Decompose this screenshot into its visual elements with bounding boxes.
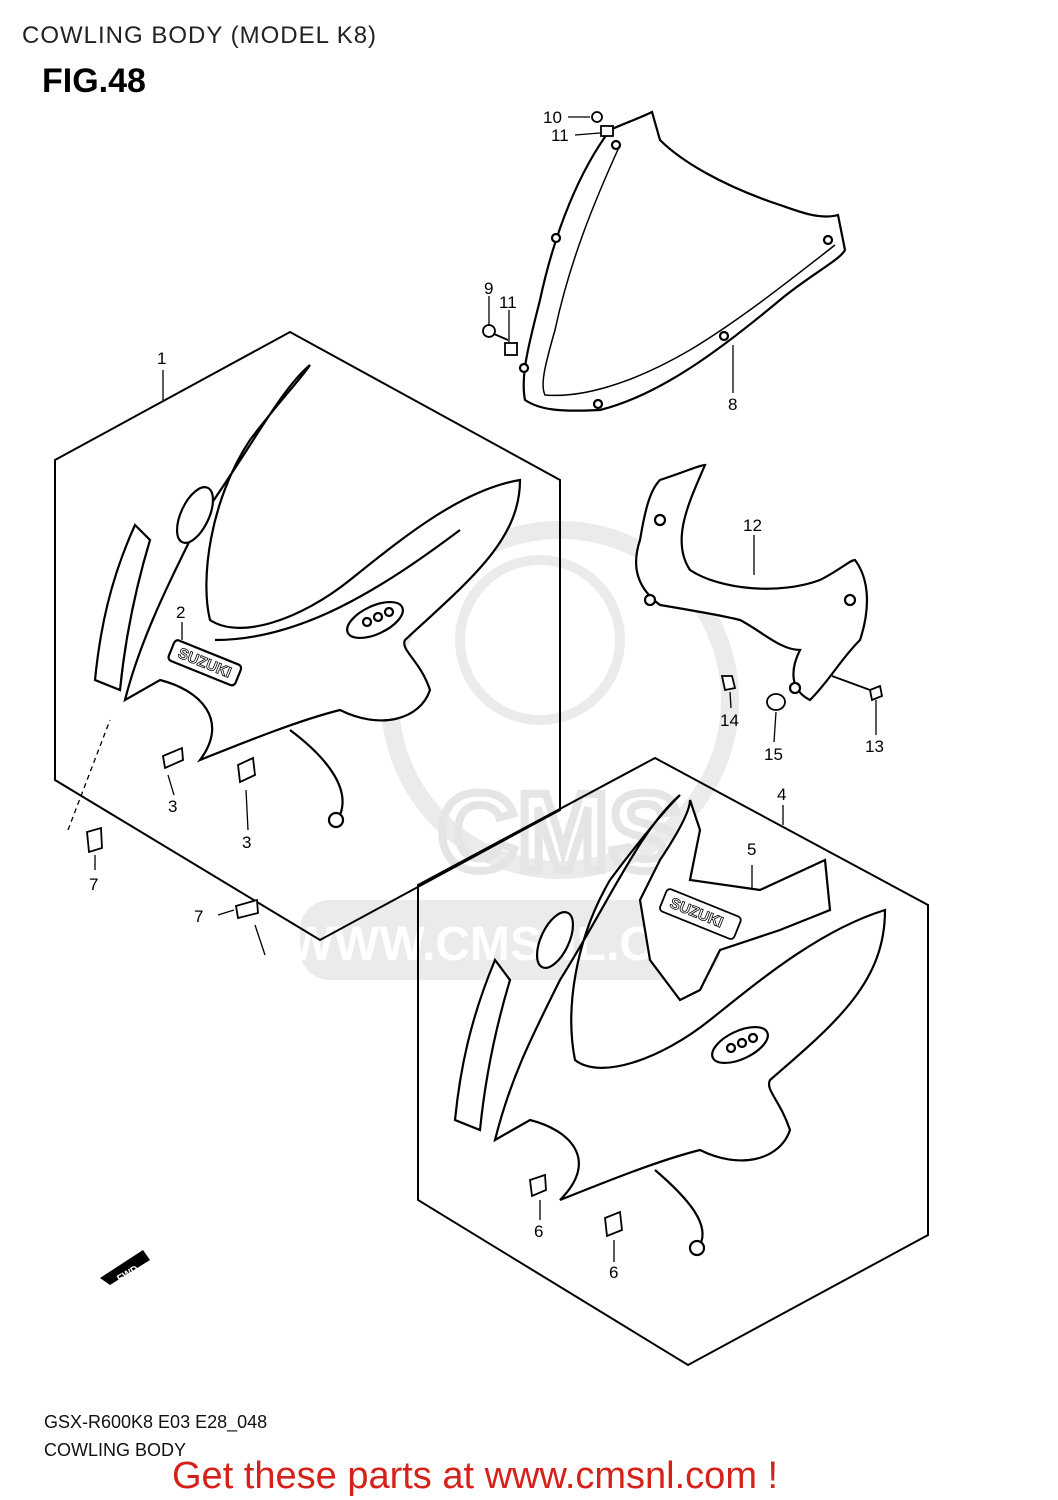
nut-part-14: [720, 675, 737, 692]
screw-part-9: [482, 324, 496, 338]
callout-14: 14: [720, 711, 739, 730]
promo-link-text[interactable]: Get these parts at www.cmsnl.com !: [172, 1455, 779, 1497]
callout-6b: 6: [609, 1263, 618, 1282]
hardware-fasteners: [482, 111, 884, 711]
lower-cowling-part-4: [453, 794, 887, 1257]
callout-11b: 11: [499, 293, 517, 312]
forward-direction-arrow: FWD: [100, 1250, 150, 1285]
nut-part-11-top: [600, 125, 614, 137]
nut-part-11-side: [504, 342, 518, 356]
washer-part-15: [766, 693, 786, 711]
cowl-decal-part-5: [638, 799, 832, 1002]
model-code-label: GSX-R600K8 E03 E28_048: [44, 1412, 268, 1432]
callout-9: 9: [484, 279, 493, 298]
cowling-brace-part-12: [635, 463, 868, 702]
decal-pads-6: [529, 1173, 623, 1238]
upper-cowling-part-1: [93, 364, 522, 829]
leader-lines: [67, 116, 877, 1262]
callout-11a: 11: [551, 126, 569, 145]
figure-number: FIG.48: [42, 62, 146, 100]
callout-3b: 3: [242, 833, 251, 852]
section-name-label: COWLING BODY: [44, 1440, 187, 1460]
bolt-part-13: [831, 675, 884, 702]
callout-13: 13: [865, 737, 884, 756]
callout-3a: 3: [168, 797, 177, 816]
callout-7b: 7: [194, 907, 203, 926]
callout-2: 2: [176, 603, 185, 622]
diagram-title: COWLING BODY (MODEL K8): [22, 22, 378, 49]
callout-4: 4: [777, 785, 786, 804]
windscreen-part-8: [518, 110, 847, 412]
callout-12: 12: [743, 516, 762, 535]
assembly-box-4: [417, 756, 929, 1367]
decal-pads-3-7: [86, 746, 259, 920]
callout-10: 10: [543, 108, 562, 127]
callout-5: 5: [747, 840, 756, 859]
callout-labels: 1 2 3 3 4 5 6 6 7 7 8 9 10 11 11 12 13 1…: [89, 108, 884, 1282]
screw-part-10: [591, 111, 603, 123]
screw-shaft-part-9: [493, 333, 509, 341]
callout-1: 1: [157, 349, 166, 368]
callout-15: 15: [764, 745, 783, 764]
callout-8: 8: [728, 395, 737, 414]
callout-7a: 7: [89, 875, 98, 894]
watermark: CMS WWW.CMSNL.COM: [289, 521, 739, 980]
callout-6a: 6: [534, 1222, 543, 1241]
